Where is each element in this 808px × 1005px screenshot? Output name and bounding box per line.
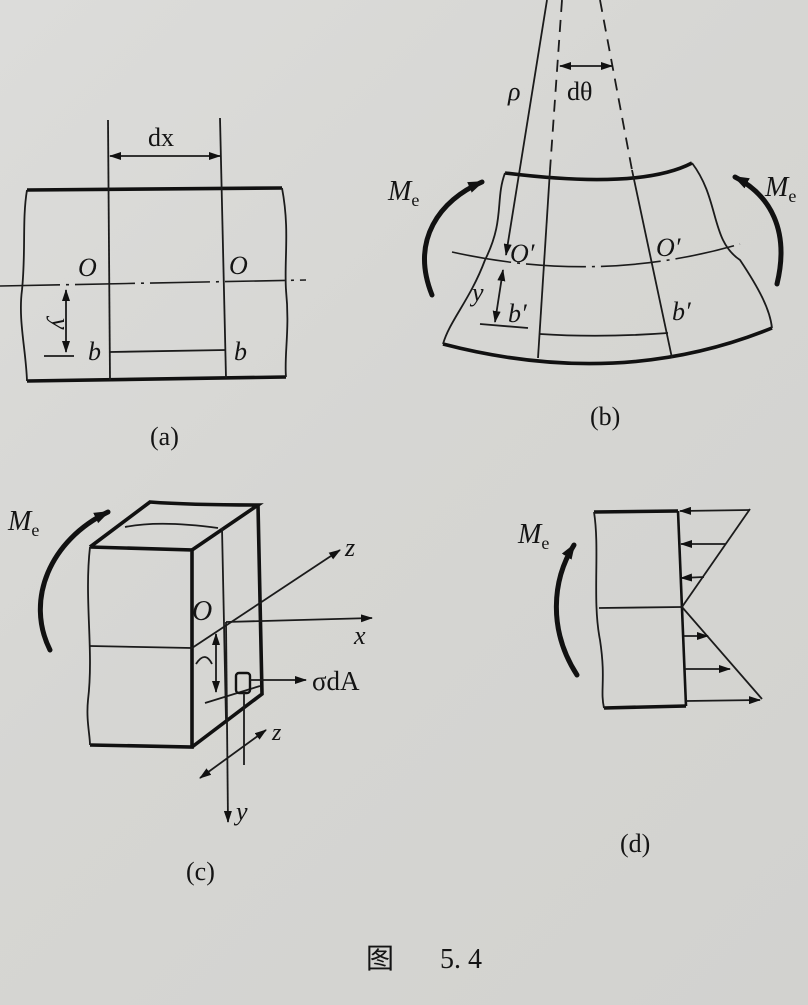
neutral-point-o-right: O (229, 251, 248, 280)
moment-arrow-b-left (422, 179, 485, 298)
break-line-left (19, 189, 28, 382)
side-inner-line (221, 527, 227, 721)
radius-line (503, 0, 548, 256)
rho-label: ρ (507, 77, 520, 106)
section-line-right (219, 117, 227, 379)
moment-arrow-c (37, 509, 111, 653)
neutral-axis (0, 279, 307, 287)
stress-profile-tension (681, 606, 763, 700)
stress-arrow-6 (685, 696, 761, 705)
subfigure-b: ρ dθ y O′ O′ b′ b′ Me Me (b) (387, 0, 796, 431)
break-line-b-right (691, 162, 773, 329)
y-offset-arc (195, 656, 213, 665)
origin-o-label: O (192, 596, 212, 627)
fiber-b-left: b (88, 337, 101, 366)
dtheta-label: dθ (567, 77, 592, 106)
y-axis-label: y (233, 797, 248, 826)
z-axis (191, 549, 341, 649)
dashed-radial-left (549, 0, 563, 171)
block-front-face (89, 545, 194, 749)
curved-top-edge (504, 161, 693, 182)
z-distance-label: z (271, 720, 282, 746)
top-break-curve (124, 522, 219, 529)
front-neutral-line (89, 645, 193, 649)
section-d-top (593, 509, 679, 514)
moment-label-b-right: Me (764, 172, 796, 206)
caption-prefix: 图 (366, 944, 394, 975)
beam-top-edge (26, 186, 283, 192)
y-label-b: y (469, 278, 484, 307)
y-extension-b (479, 323, 529, 329)
sigma-da-label: σdA (312, 666, 360, 696)
neutral-line-d (598, 606, 683, 609)
dashed-radial-right (599, 0, 633, 171)
section-b-left (537, 169, 551, 359)
fiber-b-right: b (234, 337, 247, 366)
moment-label-d: Me (517, 519, 549, 553)
section-line-left (107, 119, 111, 381)
block-side-face (190, 504, 264, 749)
moment-arrow-d (553, 542, 580, 678)
fiber-bb (109, 349, 227, 353)
neutral-point-o-prime-right: O′ (656, 233, 681, 262)
moment-label-c: Me (7, 506, 39, 540)
break-line-b-left (442, 172, 506, 345)
fiber-b-prime (539, 332, 669, 337)
neutral-axis-b (451, 243, 741, 268)
caption-number: 5. 4 (440, 944, 482, 975)
section-d-face (676, 510, 688, 707)
block-top-face (88, 500, 264, 552)
subfigure-a-label: (a) (150, 422, 179, 451)
fiber-b-prime-left: b′ (508, 299, 527, 328)
z-distance-arrow (199, 729, 267, 779)
stress-arrow-3 (680, 573, 705, 582)
break-line-c (86, 546, 91, 746)
subfigure-c-label: (c) (186, 857, 215, 886)
area-element-da (234, 671, 252, 695)
y-distance-arrow-b (492, 269, 506, 323)
y-axis (223, 621, 232, 823)
subfigure-c: O z x y z σdA Me (c) (7, 500, 373, 886)
y-label: y (46, 315, 75, 330)
stress-profile-compression (681, 508, 751, 608)
break-line-right (281, 187, 289, 378)
curved-bottom-edge (442, 326, 773, 366)
dx-label: dx (148, 123, 174, 152)
moment-label-b-left: Me (387, 176, 419, 210)
beam-bottom-edge (26, 375, 287, 383)
subfigure-a: dx O O y b b (a) (0, 117, 307, 451)
x-axis (225, 614, 373, 623)
section-b-right (631, 169, 673, 359)
subfigure-d: Me (d) (517, 506, 763, 858)
subfigure-b-label: (b) (590, 402, 620, 431)
fiber-b-prime-right: b′ (672, 297, 691, 326)
x-axis-label: x (353, 621, 366, 650)
break-line-d (593, 511, 605, 709)
neutral-point-o-prime-left: O′ (510, 239, 535, 268)
moment-arrow-b-right (732, 174, 784, 287)
stress-arrow-1 (679, 506, 751, 515)
neutral-point-o-left: O (78, 253, 97, 282)
subfigure-d-label: (d) (620, 829, 650, 858)
figure-caption: 图 5. 4 (366, 944, 482, 975)
z-axis-label: z (344, 533, 355, 562)
section-d-bottom (603, 704, 687, 710)
